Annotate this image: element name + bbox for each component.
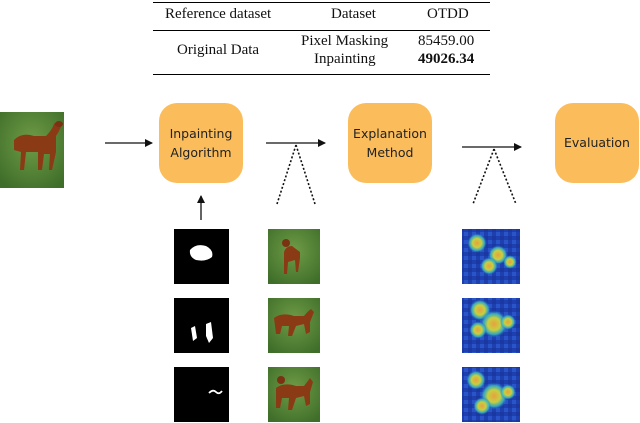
- heatmap-image-1: [462, 229, 520, 284]
- dotted-fan-inpainted: [276, 144, 316, 205]
- row-dataset-pixel-masking: Pixel Masking: [301, 33, 389, 49]
- dotted-fan-heatmaps: [472, 148, 517, 205]
- table-bottom-rule: [153, 74, 490, 75]
- mask-image-body: [174, 229, 229, 284]
- mask-image-legs: [174, 298, 229, 353]
- inpainted-image-3: [268, 367, 320, 422]
- header-otdd: OTDD: [427, 6, 469, 22]
- row-reference-original-data: Original Data: [177, 42, 260, 58]
- results-table: Reference dataset Dataset OTDD Original …: [153, 2, 490, 76]
- header-dataset: Dataset: [331, 6, 376, 22]
- inpainted-image-1: [268, 229, 320, 284]
- row-otdd-inpainting: 49026.34: [418, 51, 475, 67]
- input-dog-image: [0, 112, 64, 188]
- row-otdd-pixel-masking: 85459.00: [418, 33, 475, 49]
- header-reference-dataset: Reference dataset: [165, 6, 272, 22]
- explanation-method-box: Explanation Method: [348, 103, 432, 183]
- evaluation-box: Evaluation: [555, 103, 639, 183]
- heatmap-image-2: [462, 298, 520, 353]
- table-top-rule: [153, 2, 490, 3]
- row-dataset-inpainting: Inpainting: [314, 51, 376, 67]
- inpainting-algorithm-box: Inpainting Algorithm: [159, 103, 243, 183]
- inpainted-image-2: [268, 298, 320, 353]
- heatmap-image-3: [462, 367, 520, 422]
- mask-image-tail: [174, 367, 229, 422]
- table-mid-rule: [153, 30, 490, 31]
